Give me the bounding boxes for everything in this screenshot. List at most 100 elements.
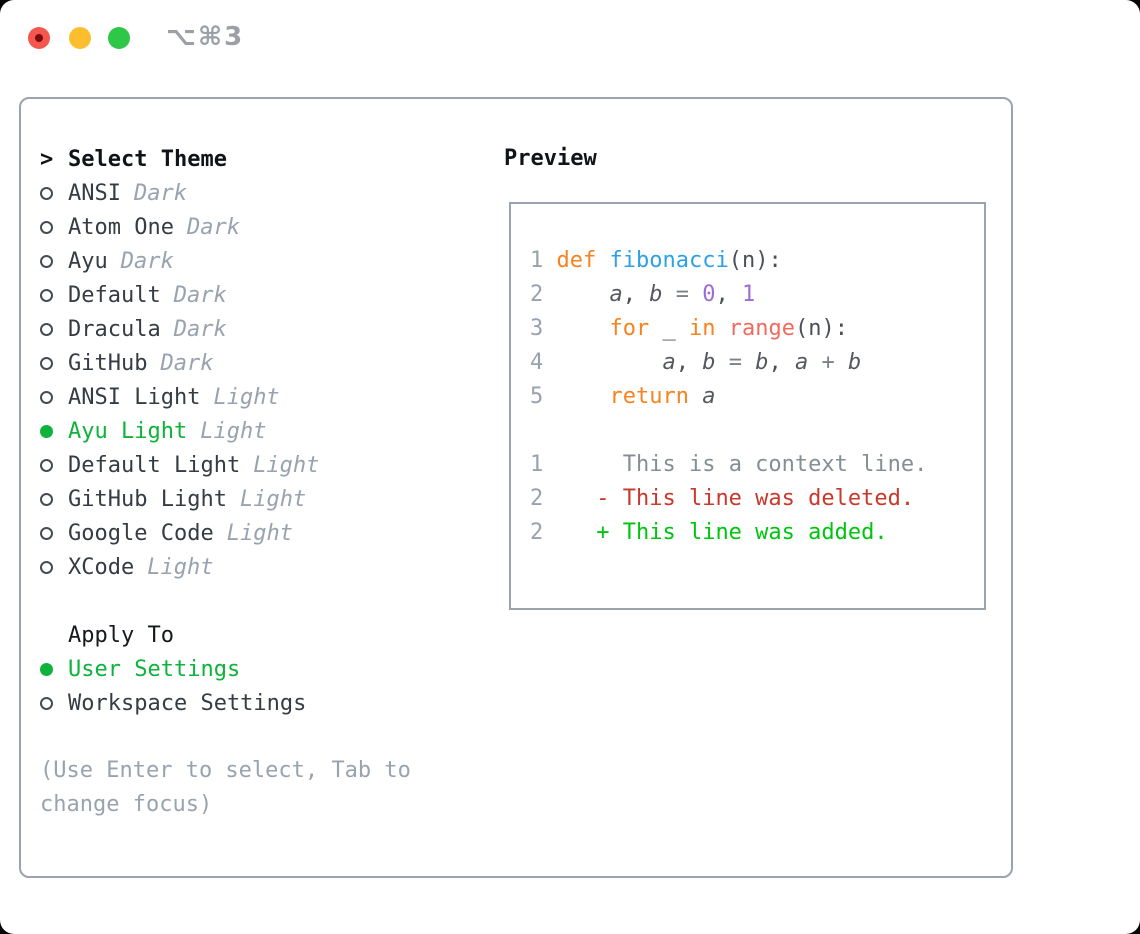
option-variant-tag: Dark: [173, 316, 227, 342]
option-variant-tag: Dark: [173, 282, 227, 308]
code-segment-plain: [689, 384, 702, 409]
spacer-row: [40, 584, 411, 618]
radio-unselected-icon[interactable]: [40, 356, 53, 370]
option-label: XCode: [68, 554, 135, 580]
code-line: 3 for _ in range(n):: [530, 312, 927, 346]
theme-option[interactable]: XCode Light: [40, 550, 411, 584]
radio-unselected-icon[interactable]: [40, 492, 53, 506]
window-title: ⌥⌘3: [166, 22, 245, 52]
option-variant-tag: Light: [213, 384, 280, 410]
code-segment-var: b: [649, 282, 663, 307]
code-segment-kw: return: [609, 384, 689, 409]
radio-unselected-icon[interactable]: [40, 254, 53, 268]
code-segment-num: 2: [530, 486, 544, 511]
option-variant-tag: Dark: [120, 248, 174, 274]
code-segment-plain: [543, 282, 609, 307]
code-segment-bi: range: [728, 316, 795, 341]
option-variant-tag: Dark: [160, 350, 214, 376]
code-segment-plain: [715, 316, 728, 341]
code-segment-plain: [543, 486, 596, 511]
option-variant-tag: Light: [226, 520, 293, 546]
theme-option[interactable]: GitHub Dark: [40, 346, 411, 380]
option-variant-tag: Light: [147, 554, 214, 580]
code-segment-plain: ,: [622, 282, 650, 307]
radio-unselected-icon[interactable]: [40, 186, 53, 200]
option-label: Default Light: [68, 452, 241, 478]
radio-unselected-icon[interactable]: [40, 526, 53, 540]
code-segment-plain: (n):: [728, 248, 782, 273]
apply-to-option[interactable]: Workspace Settings: [40, 686, 411, 720]
code-segment-num: 1: [530, 248, 544, 273]
radio-unselected-icon[interactable]: [40, 220, 53, 234]
radio-unselected-icon[interactable]: [40, 288, 53, 302]
option-label: ANSI: [68, 180, 121, 206]
theme-option[interactable]: Default Dark: [40, 278, 411, 312]
code-segment-var: b: [847, 350, 862, 375]
code-segment-num: 3: [530, 316, 544, 341]
radio-unselected-icon[interactable]: [40, 458, 53, 472]
code-segment-plain: [543, 384, 609, 409]
code-line: 5 return a: [530, 380, 927, 414]
code-segment-num: 5: [530, 384, 544, 409]
code-segment-plain: [715, 350, 728, 375]
code-segment-num: 4: [530, 350, 544, 375]
close-dot-icon: [35, 34, 43, 42]
theme-option[interactable]: Default Light Light: [40, 448, 411, 482]
option-label: Atom One: [68, 214, 174, 240]
code-segment-plain: ,: [715, 282, 742, 307]
hint-text-line1: (Use Enter to select, Tab to: [40, 758, 411, 783]
option-variant-tag: Light: [253, 452, 320, 478]
radio-unselected-icon[interactable]: [40, 560, 53, 574]
code-segment-num: 2: [530, 520, 544, 545]
radio-unselected-icon[interactable]: [40, 322, 53, 336]
code-segment-plain: [689, 282, 702, 307]
code-segment-var: b: [755, 350, 769, 375]
code-segment-plain: ,: [675, 350, 703, 375]
close-button[interactable]: [28, 27, 50, 49]
option-label: Default: [68, 282, 161, 308]
code-segment-plain: [543, 316, 609, 341]
code-segment-add: + This line was added.: [596, 520, 888, 545]
code-segment-var: a: [702, 384, 716, 409]
code-line: [530, 414, 927, 448]
radio-selected-icon[interactable]: [40, 662, 53, 676]
code-segment-kw: in: [688, 316, 716, 341]
hint-text-line2: change focus): [40, 792, 213, 817]
apply-to-header: Apply To: [68, 622, 174, 648]
code-segment-num: 1: [530, 452, 544, 477]
code-segment-var: a: [609, 282, 623, 307]
code-line: 1 def fibonacci(n):: [530, 244, 927, 278]
zoom-button[interactable]: [108, 27, 130, 49]
minimize-button[interactable]: [69, 27, 91, 49]
theme-option[interactable]: Google Code Light: [40, 516, 411, 550]
select-theme-header: Select Theme: [68, 146, 227, 172]
apply-to-option[interactable]: User Settings: [40, 652, 411, 686]
code-segment-op: =: [675, 282, 689, 307]
code-segment-fn: fibonacci: [609, 248, 729, 273]
theme-option[interactable]: ANSI Light Light: [40, 380, 411, 414]
code-segment-plain: [596, 248, 609, 273]
radio-unselected-icon[interactable]: [40, 696, 53, 710]
code-segment-plain: [808, 350, 821, 375]
code-segment-del: - This line was deleted.: [596, 486, 915, 511]
apply-to-header-row: Apply To: [40, 618, 411, 652]
radio-unselected-icon[interactable]: [40, 390, 53, 404]
radio-selected-icon[interactable]: [40, 424, 53, 438]
option-label: ANSI Light: [68, 384, 201, 410]
option-label: GitHub: [68, 350, 148, 376]
code-segment-plain: [835, 350, 848, 375]
code-segment-var: a: [662, 350, 676, 375]
option-label: Google Code: [68, 520, 214, 546]
option-variant-tag: Light: [200, 418, 267, 444]
